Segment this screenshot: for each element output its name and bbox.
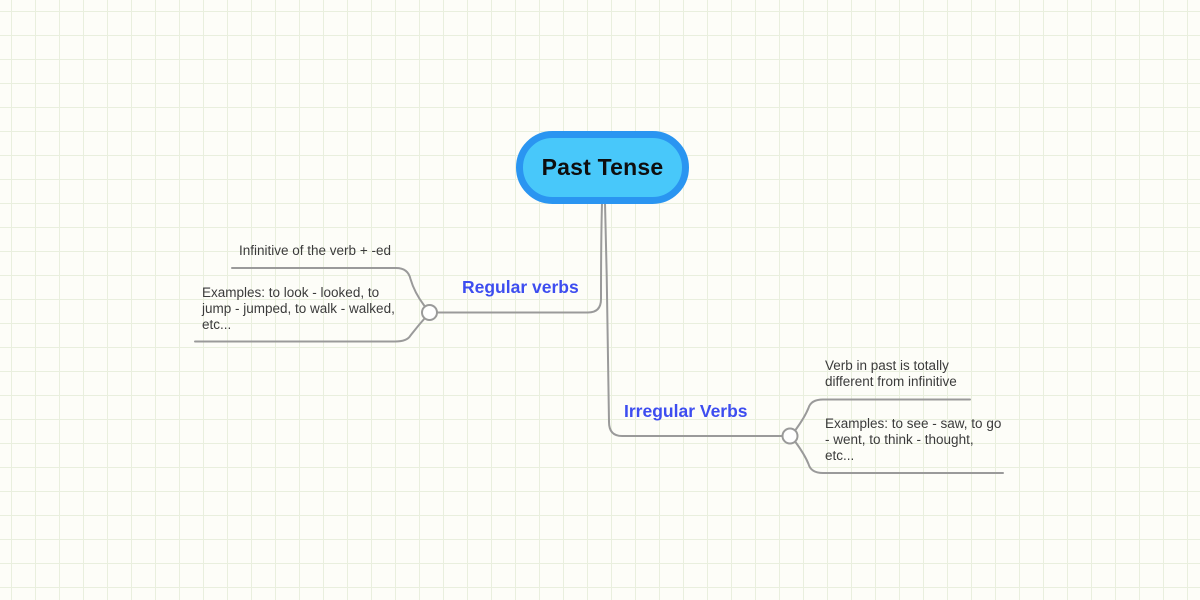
branch-junction-irregular[interactable]	[781, 427, 799, 445]
child-note-regular-rule[interactable]: Infinitive of the verb + -ed	[239, 243, 391, 259]
child-note-line: Examples: to look - looked, to	[202, 285, 380, 300]
child-note-regular-examples[interactable]: Examples: to look - looked, to jump - ju…	[202, 285, 395, 333]
branch-label-regular-verbs[interactable]: Regular verbs	[462, 277, 579, 297]
branch-label-irregular-verbs[interactable]: Irregular Verbs	[624, 401, 748, 421]
branch-junction-regular[interactable]	[421, 304, 438, 321]
root-node-past-tense[interactable]: Past Tense	[516, 131, 689, 204]
child-note-irregular-rule[interactable]: Verb in past is totally different from i…	[825, 358, 957, 390]
child-note-line: different from infinitive	[825, 374, 957, 389]
child-note-line: etc...	[825, 448, 855, 463]
child-note-line: Examples: to see - saw, to go	[825, 416, 1002, 431]
child-note-line: - went, to think - thought,	[825, 432, 974, 447]
root-node-label: Past Tense	[541, 154, 664, 180]
child-note-line: Infinitive of the verb + -ed	[239, 243, 391, 258]
child-note-irregular-examples[interactable]: Examples: to see - saw, to go - went, to…	[825, 416, 1001, 464]
child-note-line: etc...	[202, 317, 232, 332]
child-note-line: Verb in past is totally	[825, 358, 949, 373]
child-note-line: jump - jumped, to walk - walked,	[202, 301, 395, 316]
